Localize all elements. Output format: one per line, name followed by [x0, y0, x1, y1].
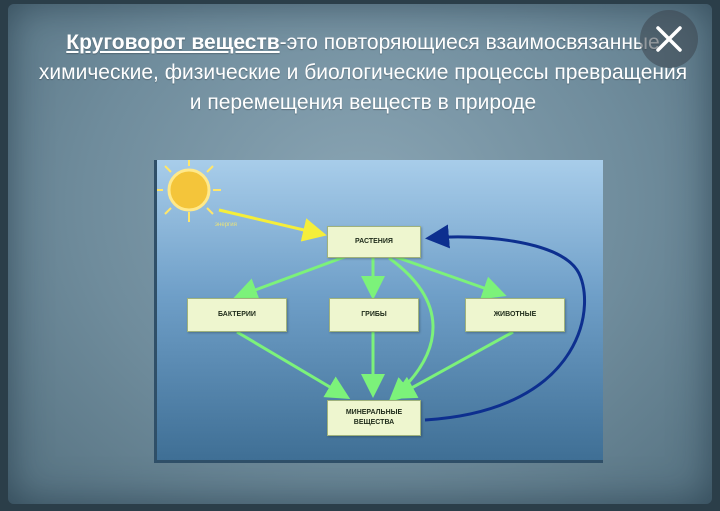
diagram-arrows	[157, 160, 587, 422]
node-plants: РАСТЕНИЯ	[327, 226, 421, 258]
arrow-minerals-plants	[424, 224, 587, 422]
sun-icon	[157, 160, 221, 222]
slide-title: Круговорот веществ-это повторяющиеся вза…	[38, 28, 688, 118]
arrow-animals-minerals	[391, 330, 514, 399]
slide-background: Круговорот веществ-это повторяющиеся вза…	[8, 4, 712, 504]
title-definition: -это повторяющиеся взаимосвязанные химич…	[38, 31, 688, 114]
node-fungi: ГРИБЫ	[329, 298, 419, 332]
energy-label: энергия	[215, 222, 237, 228]
cycle-diagram: энергия РАСТЕНИЯ БАКТЕРИИ ГРИБЫ ЖИВОТНЫЕ…	[154, 160, 603, 463]
node-bacteria: БАКТЕРИИ	[187, 298, 287, 332]
close-button[interactable]	[640, 10, 698, 68]
title-term: Круговорот веществ	[66, 31, 280, 54]
arrow-plants-animals	[392, 254, 507, 300]
close-icon	[656, 26, 682, 52]
node-minerals: МИНЕРАЛЬНЫЕ ВЕЩЕСТВА	[327, 400, 421, 436]
node-animals: ЖИВОТНЫЕ	[465, 298, 565, 332]
arrow-bacteria-minerals	[236, 330, 351, 400]
energy-arrow	[218, 208, 327, 242]
arrow-plants-bacteria	[233, 254, 348, 302]
